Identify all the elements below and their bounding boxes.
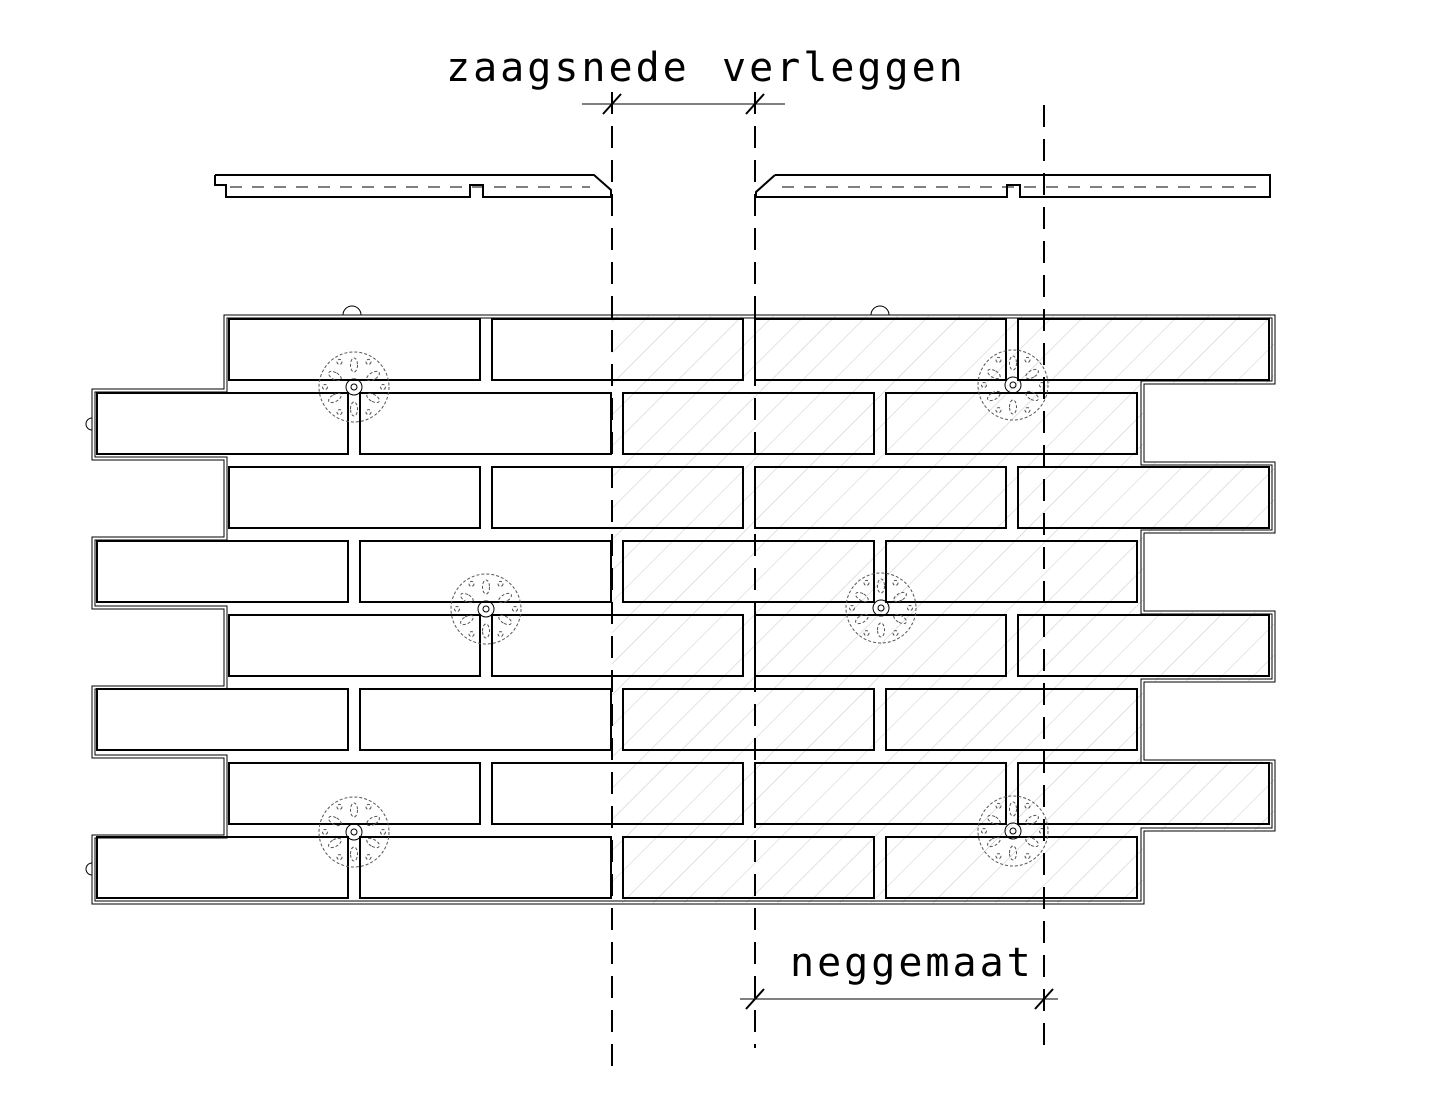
brick-slip [491,466,744,529]
brick-slip [885,688,1138,751]
brick-slip [96,540,349,603]
locating-bump [85,417,93,431]
reveal-label: neggemaat [790,940,1034,986]
profile-section-right [755,174,1271,198]
brick-slip [228,614,481,677]
fixing-clip [318,351,390,423]
locating-bump [342,305,362,316]
brick-slip [96,688,349,751]
profile-section-left [214,174,612,198]
brick-slip [228,762,481,825]
brick-slip [359,836,612,899]
brick-slip [359,540,612,603]
fixing-clip [318,796,390,868]
brick-slip [622,836,875,899]
hatched-overlap-area [612,316,1274,903]
locating-bump [870,305,890,316]
brick-slip [228,466,481,529]
brick-slip [885,836,1138,899]
brick-slip [1017,614,1270,677]
brick-slip [622,540,875,603]
brick-slip [622,392,875,455]
brick-slip [1017,466,1270,529]
brick-slip [1017,318,1270,381]
locating-bump [85,862,93,876]
brick-slip [622,688,875,751]
brick-slip [491,762,744,825]
fixing-clip-group [318,349,1049,868]
dimension-line-bottom [740,988,1058,1010]
saw-cut-label: zaagsnede [446,45,690,91]
fixing-clip [977,795,1049,867]
brick-slip [228,318,481,381]
brick-slip [96,836,349,899]
brick-slip [754,466,1007,529]
brick-slip [359,688,612,751]
brick-slip [96,392,349,455]
brick-slip [491,318,744,381]
brick-slip [1017,762,1270,825]
fixing-clip [977,349,1049,421]
brick-slip [491,614,744,677]
fixing-clip [450,573,522,645]
dimension-line-top [582,93,785,115]
hatched-region-group [612,316,1274,903]
panel-outline-line [91,314,1276,905]
lay-label: verleggen [722,45,966,91]
brick-slip [885,540,1138,603]
brick-slip [359,392,612,455]
brick-group [96,318,1270,899]
fixing-clip [845,572,917,644]
